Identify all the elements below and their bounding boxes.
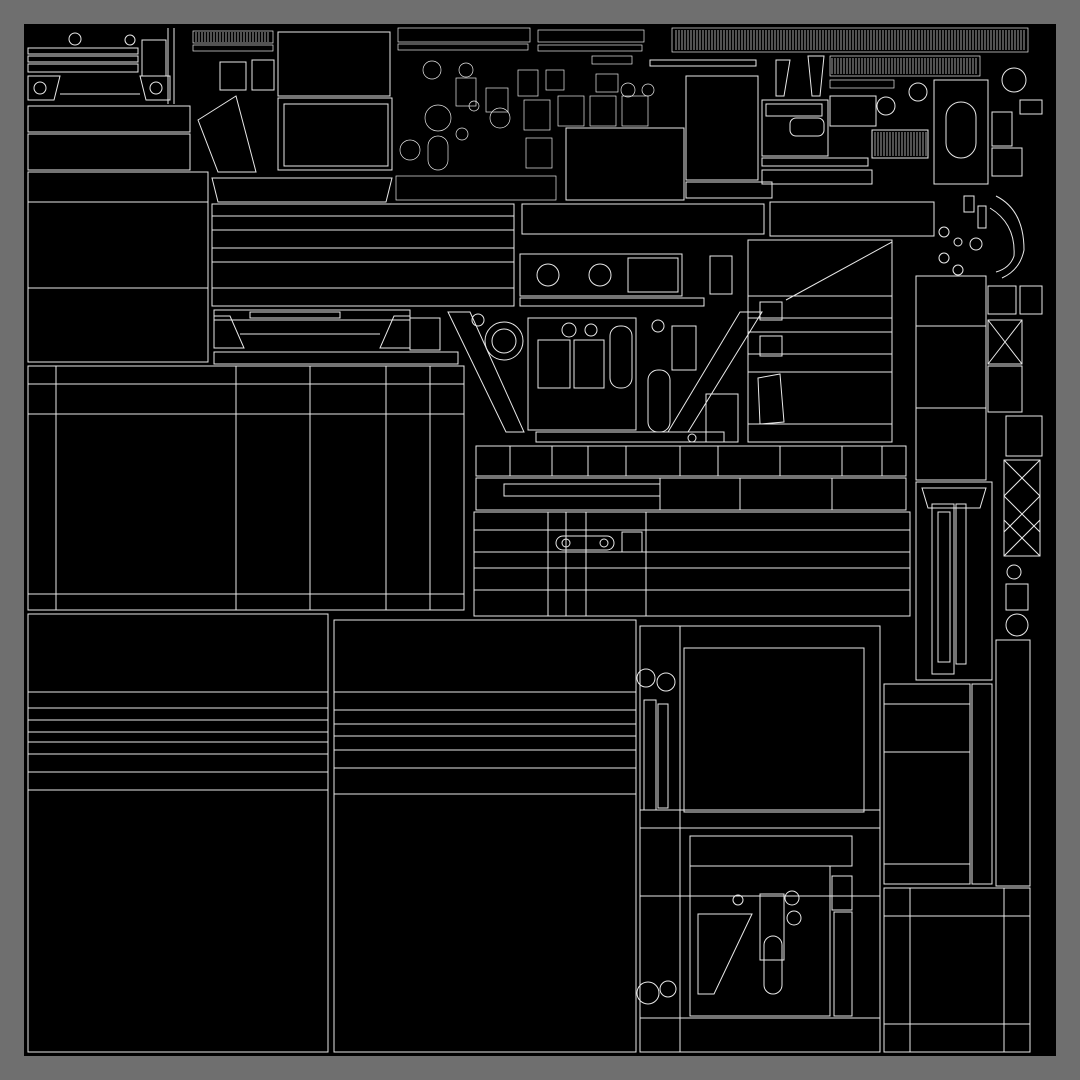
uv-island-device-face [689,835,853,1017]
uv-island-large-panel-middle [333,619,637,1053]
uv-island-dashboard-block [761,55,1043,185]
uv-island-top-gadgets [395,55,655,201]
uv-island-speaker-row [519,203,765,307]
uv-island-comb-strip [195,30,1025,156]
uv-island-tall-column [915,275,1043,557]
uv-island-hinge-strip [475,445,907,477]
uv-island-angled-frame [747,201,935,443]
uv-island-monitor-block [565,59,773,201]
uv-island-large-panel-left [27,613,329,1053]
uv-island-screen-panels [197,31,393,203]
uv-island-right-bezel [915,481,1031,887]
uv-island-right-curve [938,195,1025,279]
uv-island-chassis-left [213,309,459,365]
uv-island-left-block [27,105,209,363]
uv-canvas-background [24,24,1056,1056]
uv-island-top-strips [192,27,1029,89]
uv-island-keyboard-panel [473,477,911,617]
uv-island-wide-slab [27,365,465,611]
uv-island-console-center [447,311,763,443]
uv-island-top-left-parts [27,28,175,104]
uv-island-side-panels-right [883,683,1031,1053]
uv-island-slatted-panel [211,203,515,307]
